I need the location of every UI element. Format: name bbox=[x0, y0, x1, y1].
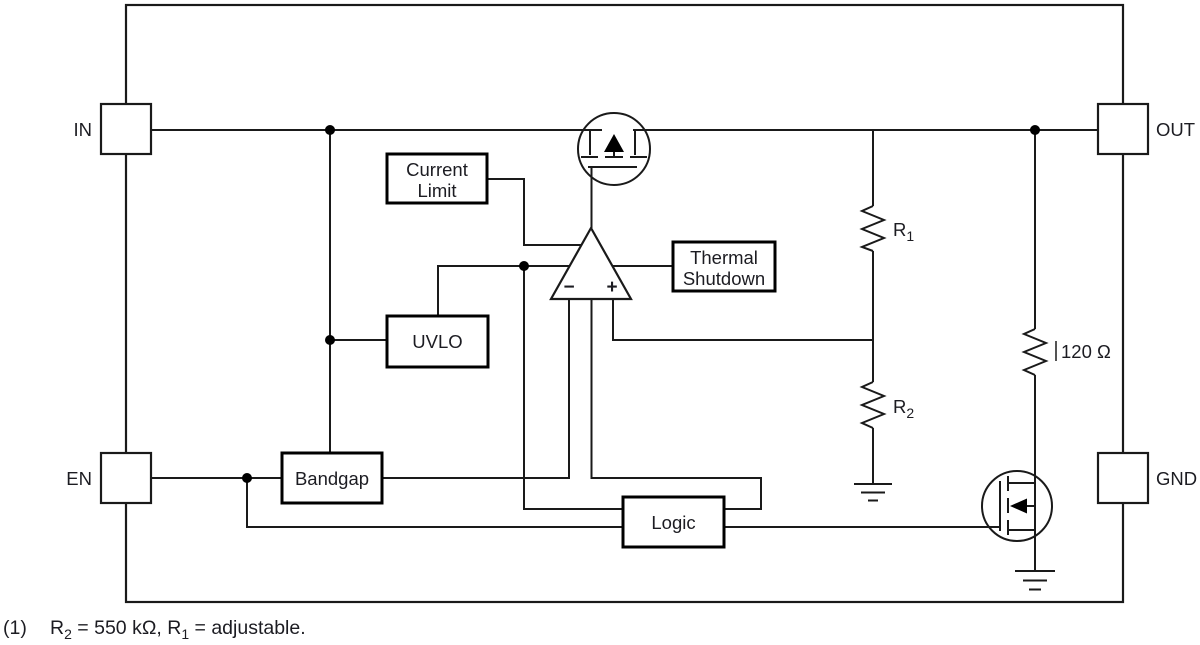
pin-out-box bbox=[1096, 102, 1150, 156]
junction-dot-out-rail bbox=[1030, 125, 1040, 135]
wire-uvlo-to-amp bbox=[437, 265, 570, 316]
resistor-r2-label: R2 bbox=[893, 396, 914, 421]
pin-en: EN bbox=[66, 451, 153, 505]
wire-uvlo-branch-to-logic bbox=[523, 266, 623, 510]
pin-en-box bbox=[99, 451, 153, 505]
pin-out: OUT bbox=[1096, 102, 1195, 156]
ground-symbol-nmos bbox=[1015, 570, 1055, 591]
footnote-marker: (1) bbox=[3, 617, 27, 639]
wires bbox=[151, 129, 1098, 571]
block-bandgap-box bbox=[280, 451, 384, 505]
block-thermal-shutdown-label-2: Shutdown bbox=[683, 268, 765, 289]
wire-en-to-logic bbox=[246, 478, 623, 528]
junction-dots bbox=[242, 125, 1040, 483]
block-thermal-shutdown-label-1: Thermal bbox=[690, 247, 758, 268]
pass-transistor bbox=[577, 112, 651, 186]
block-logic: Logic bbox=[621, 495, 726, 549]
ground-bars-nmos bbox=[1015, 570, 1055, 591]
ground-symbol-divider bbox=[854, 483, 892, 502]
resistor-r2-zigzag bbox=[859, 381, 887, 429]
block-uvlo: UVLO bbox=[385, 314, 490, 369]
block-logic-box bbox=[621, 495, 726, 549]
wire-bandgap-to-amp-minus bbox=[382, 299, 570, 479]
block-current-limit: Current Limit bbox=[385, 152, 489, 205]
pass-transistor-arrow bbox=[604, 134, 624, 152]
discharge-transistor-circle bbox=[981, 470, 1053, 542]
block-logic-label: Logic bbox=[651, 512, 695, 533]
resistor-120ohm-zigzag bbox=[1021, 328, 1049, 376]
pin-out-label: OUT bbox=[1156, 119, 1195, 140]
junction-dot-amp-minus-line bbox=[519, 261, 529, 271]
discharge-transistor-arrow bbox=[1010, 498, 1027, 514]
junction-dot-uvlo bbox=[325, 335, 335, 345]
resistor-r1-label: R1 bbox=[893, 219, 914, 244]
block-thermal-shutdown-box bbox=[671, 240, 777, 293]
pin-in-label: IN bbox=[74, 119, 93, 140]
resistor-r1-zigzag bbox=[859, 205, 887, 252]
amp-minus-sign: − bbox=[563, 277, 574, 298]
junction-dot-en bbox=[242, 473, 252, 483]
footnote: (1) R2 = 550 kΩ, R1 = adjustable. bbox=[3, 617, 306, 642]
resistor-120ohm-label: 120 Ω bbox=[1061, 341, 1111, 362]
resistor-r2: R2 bbox=[859, 381, 914, 429]
pin-en-label: EN bbox=[66, 468, 92, 489]
pin-gnd-label: GND bbox=[1156, 468, 1197, 489]
wire-current-limit-to-amp bbox=[487, 178, 582, 246]
wire-logic-to-amp bbox=[590, 299, 762, 510]
wire-feedback-to-amp-plus bbox=[612, 299, 873, 341]
block-uvlo-label: UVLO bbox=[412, 331, 462, 352]
pass-transistor-circle bbox=[577, 112, 651, 186]
error-amplifier: − + bbox=[549, 225, 633, 301]
amp-plus-sign: + bbox=[606, 277, 617, 298]
pin-in-box bbox=[99, 102, 153, 156]
block-bandgap-label: Bandgap bbox=[295, 468, 369, 489]
block-bandgap: Bandgap bbox=[280, 451, 384, 505]
ground-bars-divider bbox=[854, 483, 892, 502]
pin-gnd-box bbox=[1096, 451, 1150, 505]
footnote-text: R2 = 550 kΩ, R1 = adjustable. bbox=[50, 617, 306, 642]
resistor-120ohm: 120 Ω bbox=[1021, 328, 1111, 376]
discharge-transistor bbox=[981, 470, 1053, 542]
pin-gnd: GND bbox=[1096, 451, 1197, 505]
block-current-limit-label-1: Current bbox=[406, 159, 468, 180]
block-uvlo-box bbox=[385, 314, 490, 369]
resistor-r1: R1 bbox=[859, 205, 914, 252]
block-current-limit-label-2: Limit bbox=[417, 180, 456, 201]
block-current-limit-box bbox=[385, 152, 489, 205]
pin-in: IN bbox=[74, 102, 153, 156]
junction-dot-in-rail bbox=[325, 125, 335, 135]
block-thermal-shutdown: Thermal Shutdown bbox=[671, 240, 777, 293]
ic-boundary bbox=[124, 3, 1125, 604]
error-amplifier-triangle bbox=[549, 225, 633, 301]
